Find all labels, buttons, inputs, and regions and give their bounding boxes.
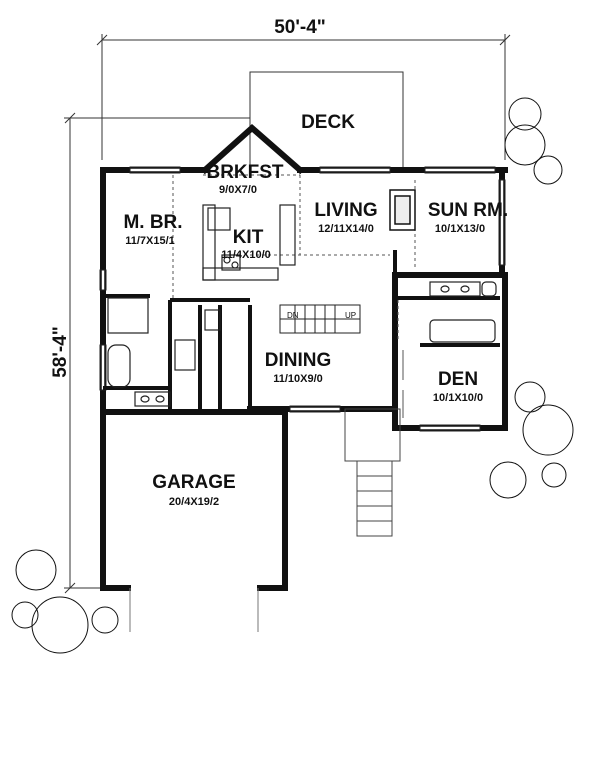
deck [249,71,404,167]
windows [101,168,504,430]
landscaping [11,97,574,654]
room-name-dining: DINING [265,350,332,371]
stairs-up-label: UP [345,311,356,320]
room-size-dining: 11/10X9/0 [273,373,323,385]
room-name-garage: GARAGE [152,472,235,493]
overall-depth-label: 58'-4" [50,326,71,378]
room-size-sunrm: 10/1X13/0 [435,223,485,235]
room-name-den: DEN [438,369,478,390]
room-name-brkfst: BRKFST [206,162,283,183]
room-size-mbr: 11/7X15/1 [125,235,175,247]
garage-driveway [129,588,259,632]
overall-width-label: 50'-4" [274,17,326,38]
den-bath-fixtures [429,281,497,343]
room-size-kit: 11/4X10/0 [221,249,271,261]
room-name-sunrm: SUN RM. [428,200,508,221]
master-bath-fixtures [107,297,221,407]
room-size-den: 10/1X10/0 [433,392,483,404]
kitchen-counters [202,204,296,281]
room-name-mbr: M. BR. [123,212,182,233]
room-name-kit: KIT [233,227,264,248]
front-walk [344,408,401,537]
room-name-living: LIVING [314,200,377,221]
room-size-brkfst: 9/0X7/0 [219,184,257,196]
stairs-down-label: DN [287,311,299,320]
room-size-living: 12/11X14/0 [318,223,374,235]
dimension-lines [64,34,511,594]
room-size-garage: 20/4X19/2 [169,496,219,508]
room-name-deck: DECK [301,112,355,133]
fireplace [389,189,416,231]
stairs [279,304,361,334]
